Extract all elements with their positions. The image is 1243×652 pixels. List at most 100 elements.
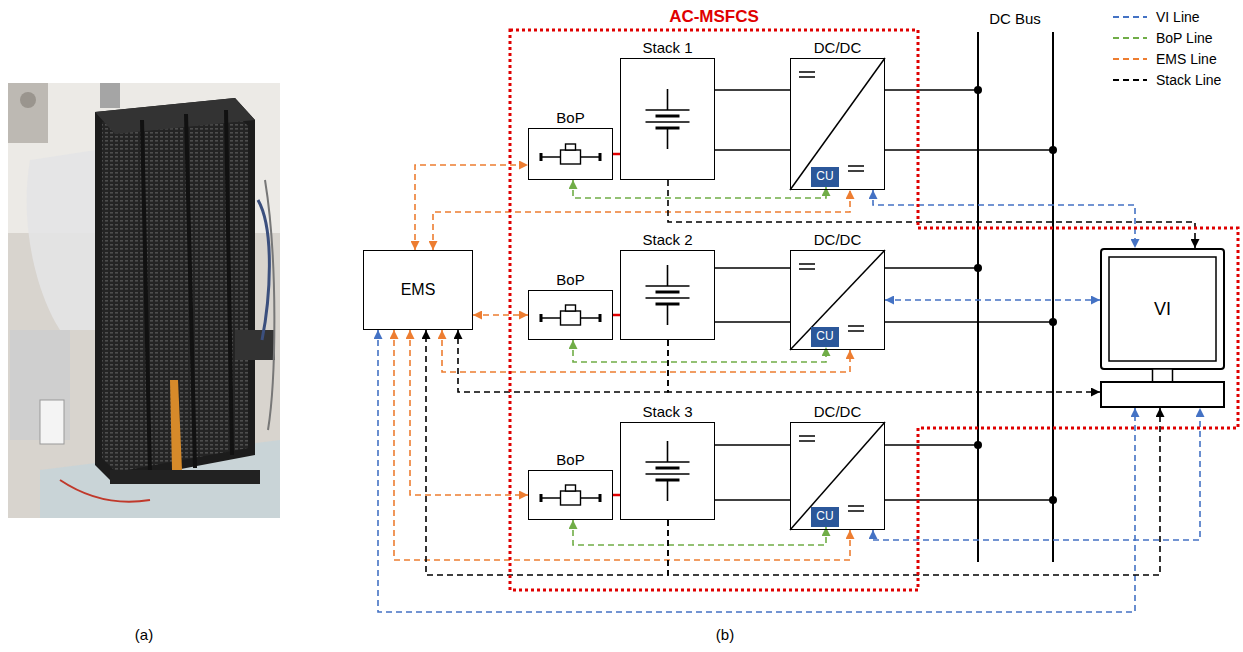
dc-symbol	[848, 510, 864, 512]
legend-line	[1113, 16, 1147, 18]
control-unit: CU	[811, 167, 839, 187]
node-heading: DC/DC	[814, 231, 862, 248]
legend-swatch	[1112, 33, 1148, 43]
bop-link	[613, 153, 620, 156]
photo-divider	[142, 120, 150, 475]
battery-symbol	[646, 265, 690, 325]
photo-stack-body	[95, 98, 255, 482]
legend-line	[1113, 79, 1147, 81]
pump-symbol	[540, 485, 602, 505]
converter-diagonal	[790, 58, 885, 190]
power-wire	[715, 499, 790, 501]
signal-line	[668, 408, 1160, 575]
system-boundary: AC-MSFCSBoPStack 1DC/DCCUBoPStack 2DC/DC…	[510, 30, 1238, 590]
node-label: CU	[816, 510, 833, 524]
power-wire	[885, 267, 978, 269]
signal-line	[394, 330, 850, 560]
pump-symbol	[540, 144, 602, 164]
dc-symbol	[848, 505, 864, 507]
node-heading: DC/DC	[814, 39, 862, 56]
power-wire	[715, 89, 790, 91]
dc-symbol	[848, 330, 864, 332]
dc-bus	[978, 32, 1053, 562]
node-label: CU	[816, 330, 833, 344]
stack-box: Stack 2	[620, 250, 715, 340]
bop-link	[613, 494, 620, 497]
node-heading: BoP	[556, 451, 584, 468]
junction-dot	[1049, 318, 1057, 326]
power-wire	[715, 149, 790, 151]
photo-divider	[186, 114, 195, 468]
power-wire	[885, 89, 978, 91]
fuel-cell-photo	[8, 83, 280, 518]
signal-line	[415, 165, 528, 250]
power-wire	[885, 321, 1053, 323]
converter-diagonal	[790, 422, 885, 530]
bus-junctions	[974, 86, 1057, 504]
signal-line	[378, 330, 1135, 612]
legend-line	[1113, 58, 1147, 60]
photo-ground	[8, 83, 280, 518]
node-heading: Stack 3	[642, 403, 692, 420]
bus-rail	[977, 32, 979, 562]
signal-line	[873, 190, 1135, 248]
dc-symbol	[799, 435, 815, 437]
bop-box: BoP	[528, 128, 613, 180]
converter-box: DC/DCCU	[790, 58, 885, 190]
photo-gauge	[20, 92, 36, 108]
stack-box: Stack 3	[620, 422, 715, 520]
node-heading: BoP	[556, 109, 584, 126]
photo-cable	[60, 480, 150, 502]
node-heading: AC-MSFCS	[669, 7, 759, 27]
signal-line	[442, 330, 850, 372]
converter-symbols	[790, 58, 885, 530]
dc-symbol	[799, 71, 815, 73]
power-wire	[885, 499, 1053, 501]
power-wiring	[715, 90, 1053, 500]
bop-box: BoP	[528, 470, 613, 520]
node-heading: Stack 2	[642, 231, 692, 248]
signal-line	[885, 299, 1100, 301]
battery-symbol	[646, 441, 690, 501]
power-wire	[715, 267, 790, 269]
dc-symbol	[848, 165, 864, 167]
signal-line	[433, 190, 850, 250]
legend: VI LineBoP LineEMS LineStack Line	[1112, 6, 1221, 90]
photo-stack-fins	[102, 110, 248, 472]
legend-swatch	[1112, 54, 1148, 64]
photo-sensor	[235, 330, 275, 360]
stack-box: Stack 1	[620, 58, 715, 180]
node-heading: DC/DC	[814, 403, 862, 420]
monitor-base	[1101, 382, 1224, 407]
dc-symbol	[848, 170, 864, 172]
power-wire	[715, 321, 790, 323]
node-label: EMS	[401, 281, 436, 299]
legend-label: Stack Line	[1156, 72, 1221, 88]
bop-box: BoP	[528, 290, 613, 340]
bus-label: DC Bus	[987, 10, 1043, 27]
signal-line	[668, 340, 1100, 392]
photo-fitting	[100, 83, 120, 108]
node-label: VI	[1154, 299, 1171, 320]
node-heading: BoP	[556, 271, 584, 288]
dc-symbol	[799, 268, 815, 270]
signal-line	[573, 520, 826, 545]
junction-dot	[974, 441, 982, 449]
legend-row: Stack Line	[1112, 69, 1221, 90]
monitor-screen	[1109, 257, 1216, 361]
pump-symbol	[540, 305, 602, 325]
junction-dot	[1049, 496, 1057, 504]
power-wire	[715, 444, 790, 446]
bus-rail	[1052, 32, 1054, 562]
legend-row: EMS Line	[1112, 48, 1221, 69]
legend-row: VI Line	[1112, 6, 1221, 27]
legend-label: EMS Line	[1156, 51, 1217, 67]
signal-line	[473, 314, 528, 316]
monitor-neck	[1153, 369, 1173, 382]
boundary-line	[510, 30, 1238, 590]
node-heading: Stack 1	[642, 39, 692, 56]
signal-line	[668, 180, 1195, 248]
